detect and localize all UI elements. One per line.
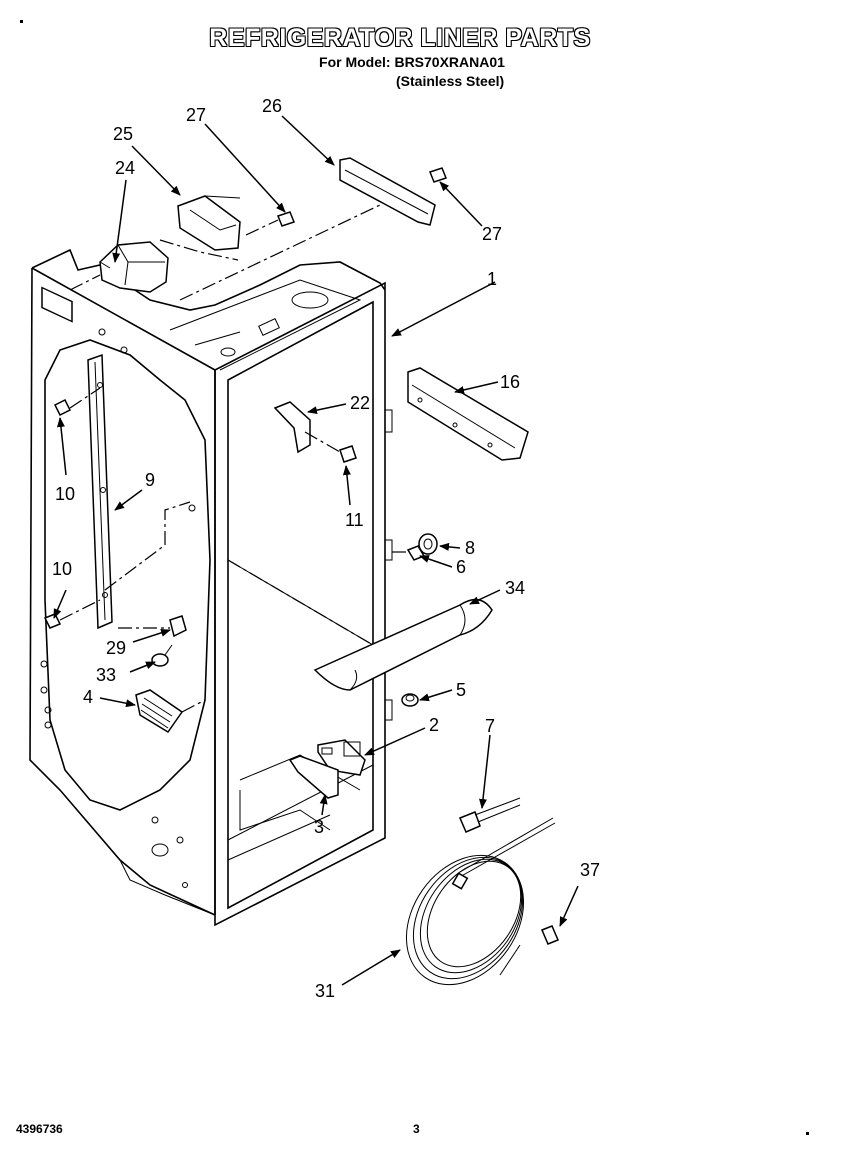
callout-6: 6 [456, 557, 466, 577]
part-3-bracket [288, 755, 339, 799]
callout-7: 7 [485, 716, 495, 736]
leader-arrows [53, 115, 579, 986]
document-number: 4396736 [16, 1122, 63, 1136]
part-7-connector [459, 797, 521, 833]
part-34-cover [313, 598, 493, 691]
part-27-screw-right [429, 167, 447, 183]
callout-27-left: 27 [186, 105, 206, 125]
part-11-screw [339, 445, 357, 463]
diagram-title: REFRIGERATOR LINER PARTS [209, 24, 591, 52]
part-16-bracket [407, 367, 529, 461]
callout-8: 8 [465, 538, 475, 558]
callout-24: 24 [115, 158, 135, 178]
part-10-screw-upper [53, 387, 101, 417]
callout-25: 25 [113, 124, 133, 144]
part-6-nut [392, 545, 426, 561]
callout-26: 26 [262, 96, 282, 116]
part-29-lamp-socket [118, 615, 187, 638]
callout-10-lower: 10 [52, 559, 72, 579]
callout-31: 31 [315, 981, 335, 1001]
callout-2: 2 [429, 715, 439, 735]
part-5-grommet [401, 693, 419, 707]
callout-22: 22 [350, 393, 370, 413]
callout-37: 37 [580, 860, 600, 880]
variant-line: (Stainless Steel) [396, 73, 505, 89]
part-9-rail [87, 353, 196, 630]
callout-9: 9 [145, 470, 155, 490]
callout-34: 34 [505, 578, 525, 598]
callout-3: 3 [314, 817, 324, 837]
callout-27-right: 27 [482, 224, 502, 244]
callout-5: 5 [456, 680, 466, 700]
callout-10-upper: 10 [55, 484, 75, 504]
part-22-bracket [273, 401, 341, 454]
callout-11: 11 [345, 510, 364, 530]
part-8-bushing [418, 533, 438, 555]
corner-mark [20, 20, 23, 23]
callout-33: 33 [96, 665, 116, 685]
part-24-housing [69, 241, 169, 293]
part-31-tubing-coil [405, 817, 556, 986]
callout-1: 1 [487, 269, 497, 289]
part-27-screw-left [245, 211, 295, 236]
page-number: 3 [413, 1122, 420, 1136]
part-4-grille [135, 689, 206, 734]
part-10-screw-lower [43, 599, 101, 629]
callout-16: 16 [500, 372, 520, 392]
part-25-bracket [159, 195, 241, 261]
callout-29: 29 [106, 638, 126, 658]
corner-mark [806, 1132, 809, 1135]
part-33-bulb [151, 644, 173, 667]
liner-body [29, 248, 393, 927]
part-37-screw [541, 925, 559, 945]
part-26-rail [179, 157, 436, 301]
model-line: For Model: BRS70XRANA01 [319, 54, 505, 70]
callout-4: 4 [83, 687, 93, 707]
